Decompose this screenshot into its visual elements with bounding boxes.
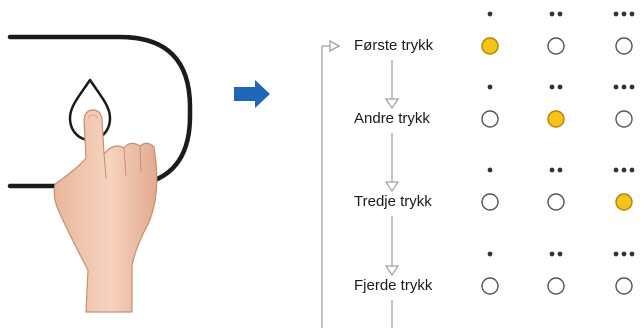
step-label: Første trykk bbox=[354, 37, 434, 54]
active-indicator-icon bbox=[615, 193, 633, 211]
down-connector bbox=[384, 60, 400, 110]
step-label: Fjerde trykk bbox=[354, 277, 433, 294]
level-dots-icon bbox=[487, 11, 493, 17]
level-dots-icon bbox=[613, 251, 635, 257]
indicator-circle-icon bbox=[481, 110, 499, 128]
level-dots-icon bbox=[549, 167, 563, 173]
level-dots-icon bbox=[549, 84, 563, 90]
indicator-circle-icon bbox=[481, 193, 499, 211]
level-dots-icon bbox=[549, 251, 563, 257]
step-label: Tredje trykk bbox=[354, 193, 432, 210]
indicator-circle-icon bbox=[547, 37, 565, 55]
indicator-circle-icon bbox=[547, 193, 565, 211]
indicator-circle-icon bbox=[615, 37, 633, 55]
pointing-hand-icon bbox=[53, 109, 158, 313]
indicator-circle-icon bbox=[481, 277, 499, 295]
active-indicator-icon bbox=[481, 37, 499, 55]
down-connector bbox=[384, 133, 400, 193]
right-arrow-icon bbox=[234, 80, 270, 108]
level-dots-icon bbox=[487, 84, 493, 90]
level-dots-icon bbox=[613, 11, 635, 17]
flow-connector bbox=[321, 39, 341, 328]
level-dots-icon bbox=[549, 11, 563, 17]
down-connector bbox=[384, 216, 400, 277]
indicator-circle-icon bbox=[547, 277, 565, 295]
indicator-circle-icon bbox=[615, 277, 633, 295]
step-label: Andre trykk bbox=[354, 110, 430, 127]
level-dots-icon bbox=[487, 167, 493, 173]
indicator-circle-icon bbox=[615, 110, 633, 128]
level-dots-icon bbox=[613, 84, 635, 90]
level-dots-icon bbox=[487, 251, 493, 257]
active-indicator-icon bbox=[547, 110, 565, 128]
level-dots-icon bbox=[613, 167, 635, 173]
